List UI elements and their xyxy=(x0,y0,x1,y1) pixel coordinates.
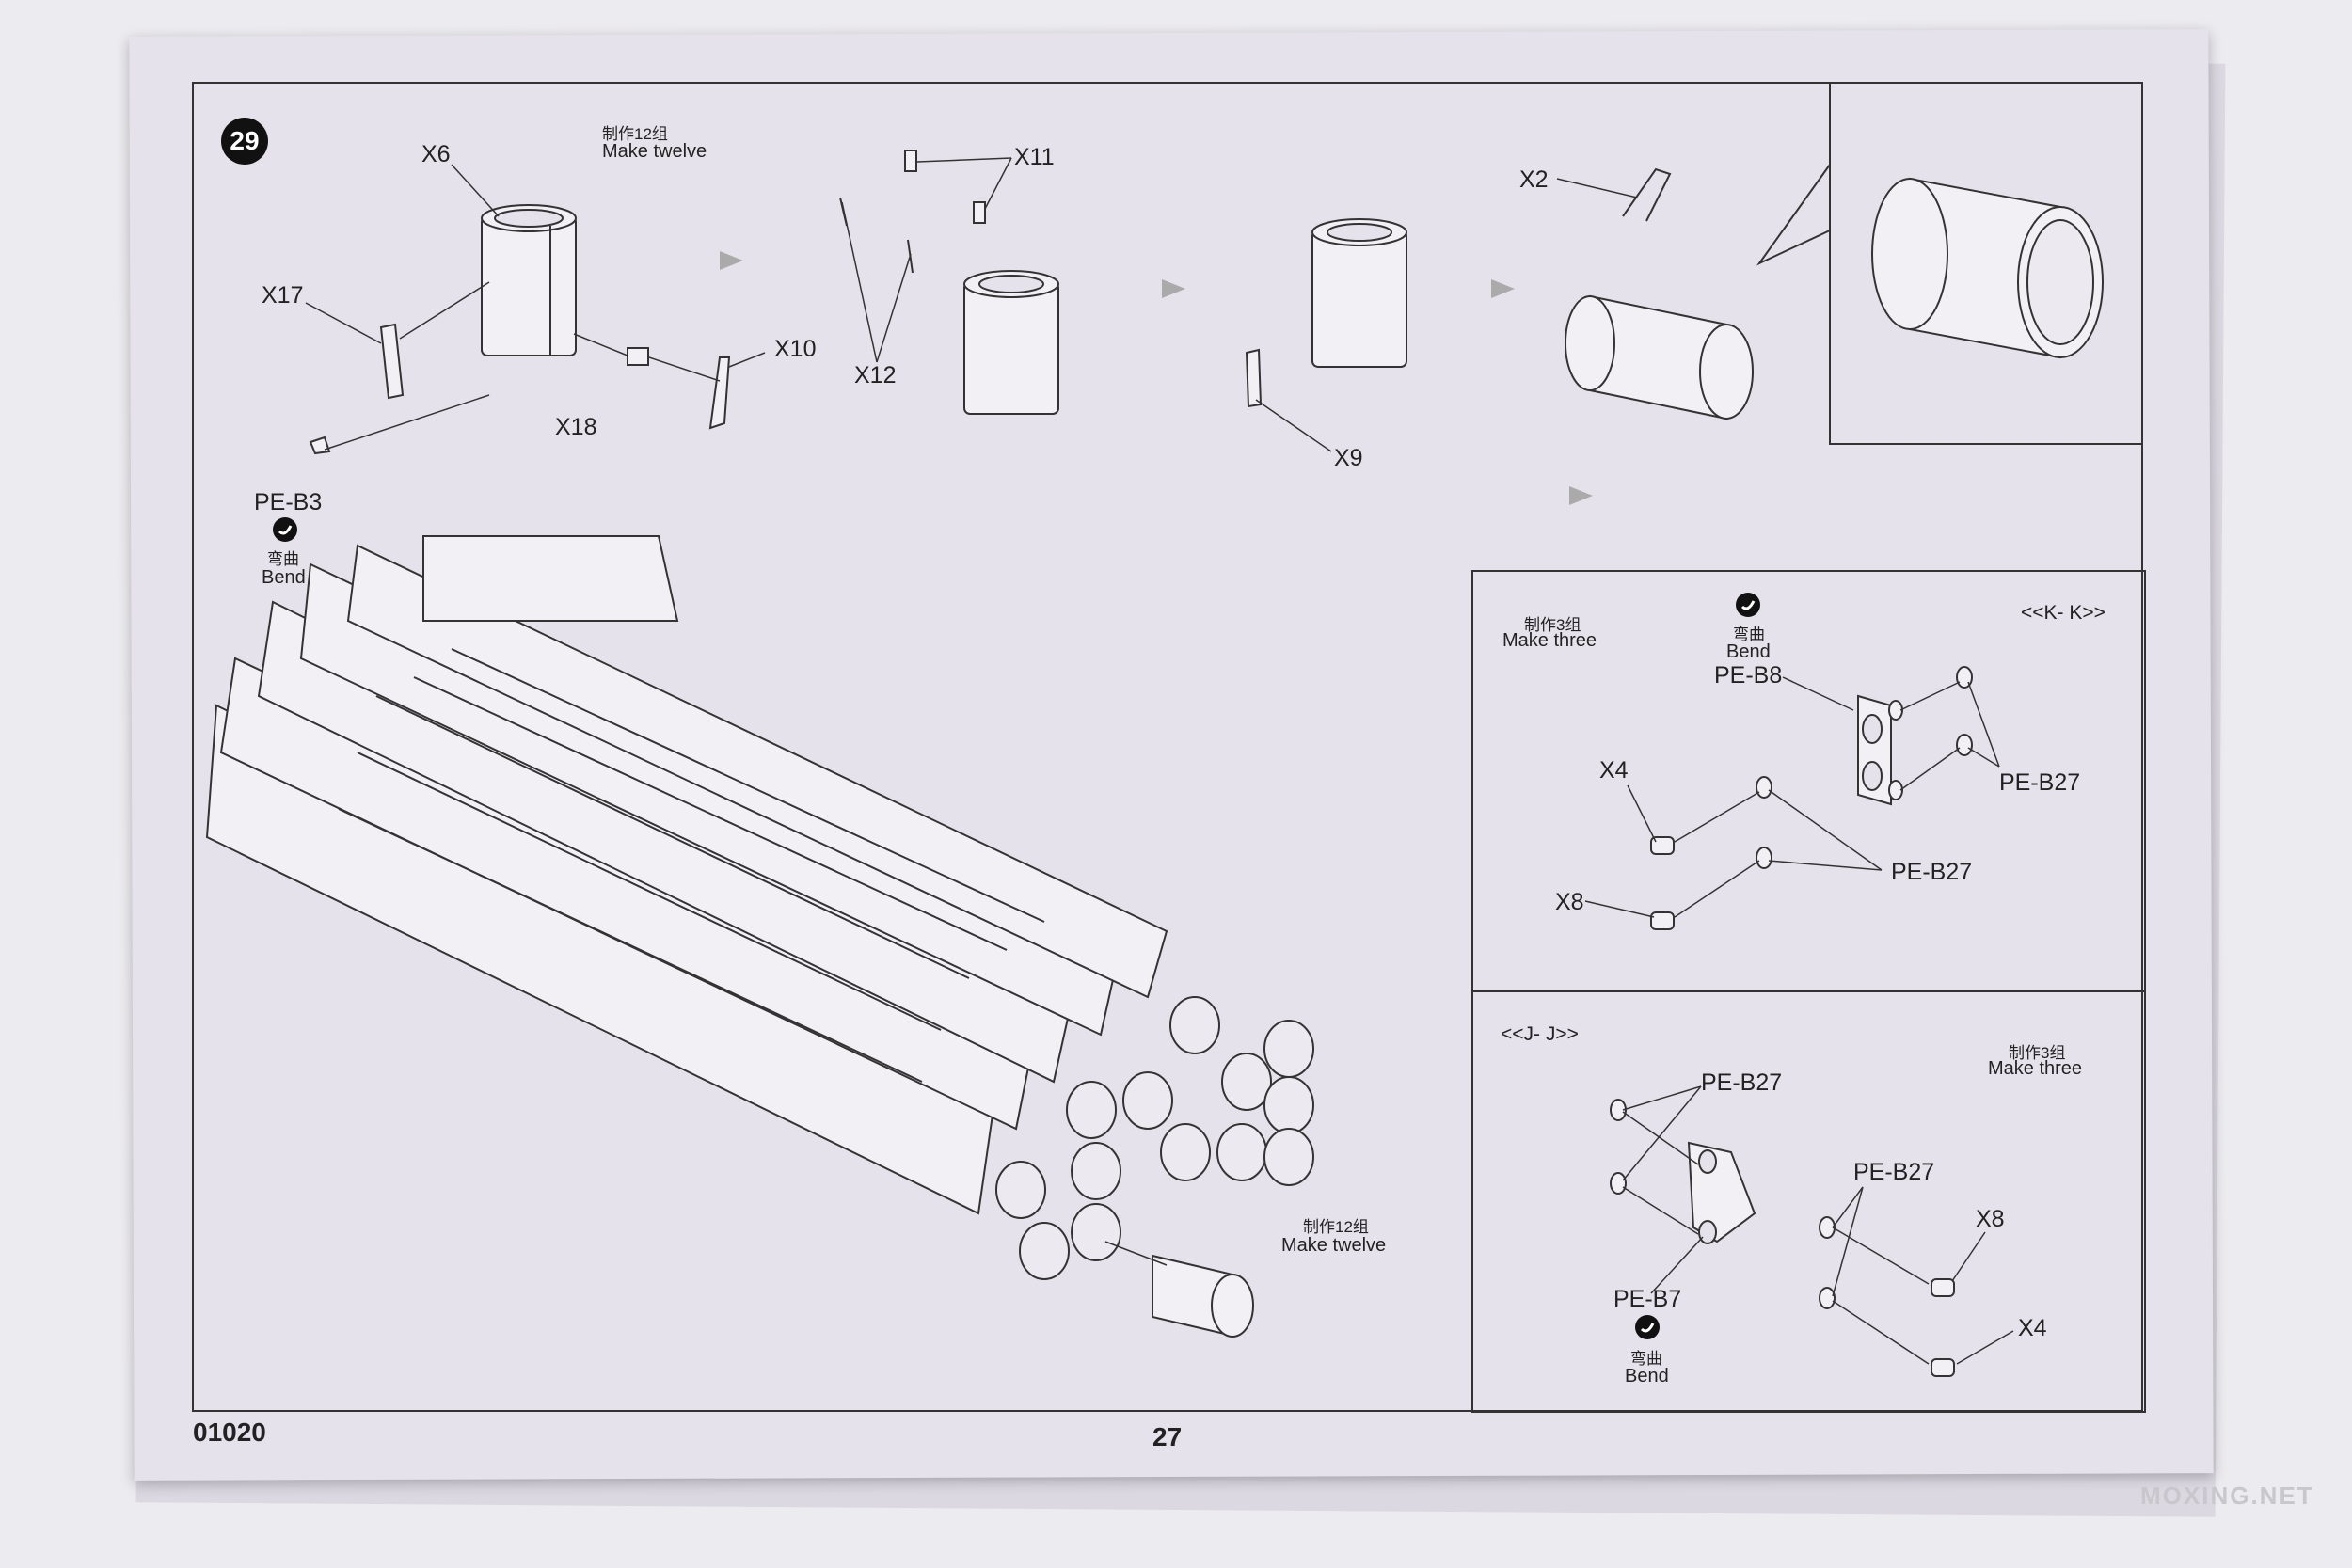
kk-washers xyxy=(1756,666,1973,869)
make-twelve-bottom-en: Make twelve xyxy=(1281,1235,1387,1256)
jj-label-pe-b27-upper: PE-B27 xyxy=(1701,1069,1783,1096)
cylinder-with-x2 xyxy=(1565,167,1754,420)
tube-muzzles xyxy=(995,996,1314,1280)
kk-make-three-cn: 制作3组 xyxy=(1524,616,1581,634)
jj-label-pe-b7: PE-B7 xyxy=(1613,1286,1682,1312)
leader-lines-step1 xyxy=(305,164,766,451)
label-x2: X2 xyxy=(1519,166,1549,193)
label-x9: X9 xyxy=(1334,445,1363,471)
kk-bend-en: Bend xyxy=(1726,641,1771,662)
kk-label-pe-b27-lower: PE-B27 xyxy=(1891,859,1973,885)
label-pe-b3: PE-B3 xyxy=(254,489,323,515)
kk-leader-lines xyxy=(1584,676,2000,918)
make-twelve-en: Make twelve xyxy=(602,141,707,162)
jj-bracket-pe-b7 xyxy=(1687,1141,1756,1244)
kk-bracket-pe-b8 xyxy=(1857,694,1892,806)
cylinder-with-x9 xyxy=(1245,218,1407,408)
callout-assembled-cylinder xyxy=(1871,177,2104,359)
make-twelve-cn: 制作12组 xyxy=(602,125,668,143)
label-x18: X18 xyxy=(555,414,597,440)
bend-cn: 弯曲 xyxy=(267,550,299,568)
label-x6: X6 xyxy=(421,141,451,167)
leader-lines-step2 xyxy=(841,157,1012,363)
cylinder-with-x11 xyxy=(839,150,1059,415)
callout-pointer xyxy=(1756,164,1831,266)
kk-label-pe-b8: PE-B8 xyxy=(1714,662,1783,689)
label-x10: X10 xyxy=(774,336,817,362)
page-number: 27 xyxy=(1152,1422,1183,1451)
part-x17 xyxy=(379,323,405,400)
step-number: 29 xyxy=(221,118,268,165)
make-twelve-bottom-cn: 制作12组 xyxy=(1303,1218,1369,1236)
bend-en: Bend xyxy=(262,567,306,588)
kk-label-pe-b27-right: PE-B27 xyxy=(1999,769,2081,796)
leader-x9 xyxy=(1255,399,1332,452)
jj-washers xyxy=(1610,1099,1836,1309)
jj-make-three-en: Make three xyxy=(1988,1058,2083,1079)
label-x17: X17 xyxy=(262,282,304,309)
jj-bend-icon xyxy=(1635,1315,1660,1339)
jj-bend-cn: 弯曲 xyxy=(1630,1350,1662,1368)
jj-bend-en: Bend xyxy=(1625,1366,1669,1386)
kk-bend-icon xyxy=(1736,593,1760,617)
detail-jj-box xyxy=(1471,990,2146,1413)
jj-make-three-cn: 制作3组 xyxy=(2009,1044,2066,1062)
rocket-tube-bundle xyxy=(205,535,1168,1215)
bend-icon xyxy=(273,517,297,542)
cylinder-x6 xyxy=(481,204,577,356)
insert-arrow xyxy=(1104,1241,1168,1266)
label-x12: X12 xyxy=(854,362,897,388)
leader-x2 xyxy=(1556,178,1638,198)
kk-bend-cn: 弯曲 xyxy=(1733,626,1765,643)
insert-cylinder xyxy=(1152,1254,1254,1338)
jj-label-x8: X8 xyxy=(1976,1206,2005,1232)
part-pe-b3 xyxy=(309,436,331,455)
jj-label-x4: X4 xyxy=(2018,1315,2047,1341)
kk-pins xyxy=(1650,836,1675,930)
watermark: MOXING.NET xyxy=(2140,1481,2314,1510)
detail-kk-title: <<K- K>> xyxy=(2021,602,2106,624)
jj-pins xyxy=(1931,1278,1955,1377)
kk-label-x4: X4 xyxy=(1599,757,1629,784)
jj-label-pe-b27-middle: PE-B27 xyxy=(1853,1159,1935,1185)
flow-arrows xyxy=(720,251,1593,505)
callout-box-outline xyxy=(1829,83,2142,445)
jj-leader-lines xyxy=(1622,1085,2014,1365)
page-code: 01020 xyxy=(193,1418,266,1447)
kk-label-x8: X8 xyxy=(1555,889,1584,915)
label-x11: X11 xyxy=(1014,144,1055,170)
detail-jj-title: <<J- J>> xyxy=(1501,1023,1579,1045)
part-x18 xyxy=(627,347,649,366)
part-x10 xyxy=(708,356,731,430)
kk-make-three-en: Make three xyxy=(1502,630,1597,651)
